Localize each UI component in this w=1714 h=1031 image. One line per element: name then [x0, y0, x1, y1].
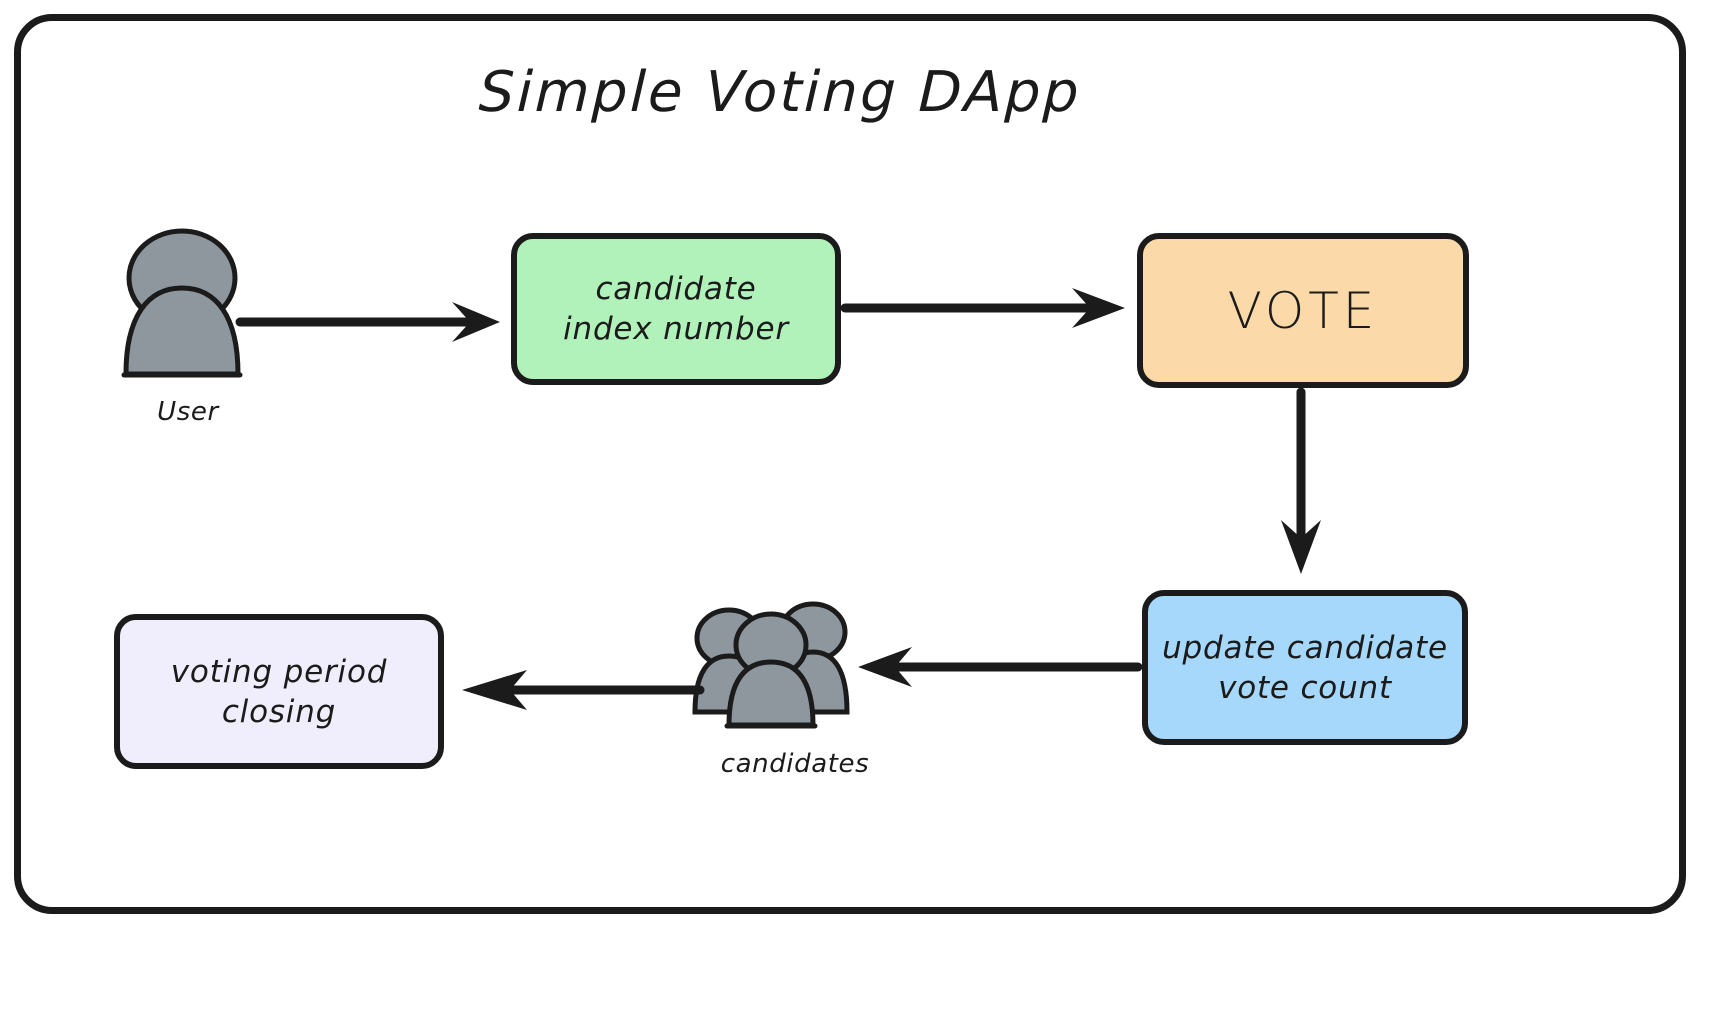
- node-candidate-index-line1: candidate: [595, 271, 757, 307]
- node-vote[interactable]: VOTE: [1137, 233, 1469, 388]
- candidates-icon-label: candidates: [720, 749, 870, 779]
- node-candidate-index-line2: index number: [563, 311, 789, 347]
- user-icon-label: User: [157, 397, 219, 427]
- node-candidate-index[interactable]: candidate index number: [511, 233, 841, 385]
- node-voting-closing-line1: voting period: [170, 653, 388, 690]
- page-title: Simple Voting DApp: [477, 60, 1083, 125]
- node-voting-closing-line2: closing: [221, 693, 337, 730]
- node-update-count-line2: vote count: [1218, 669, 1392, 706]
- node-update-count[interactable]: update candidate vote count: [1142, 590, 1468, 745]
- node-vote-label: VOTE: [1227, 281, 1379, 340]
- node-voting-closing[interactable]: voting period closing: [114, 614, 444, 769]
- node-update-count-line1: update candidate: [1162, 629, 1448, 666]
